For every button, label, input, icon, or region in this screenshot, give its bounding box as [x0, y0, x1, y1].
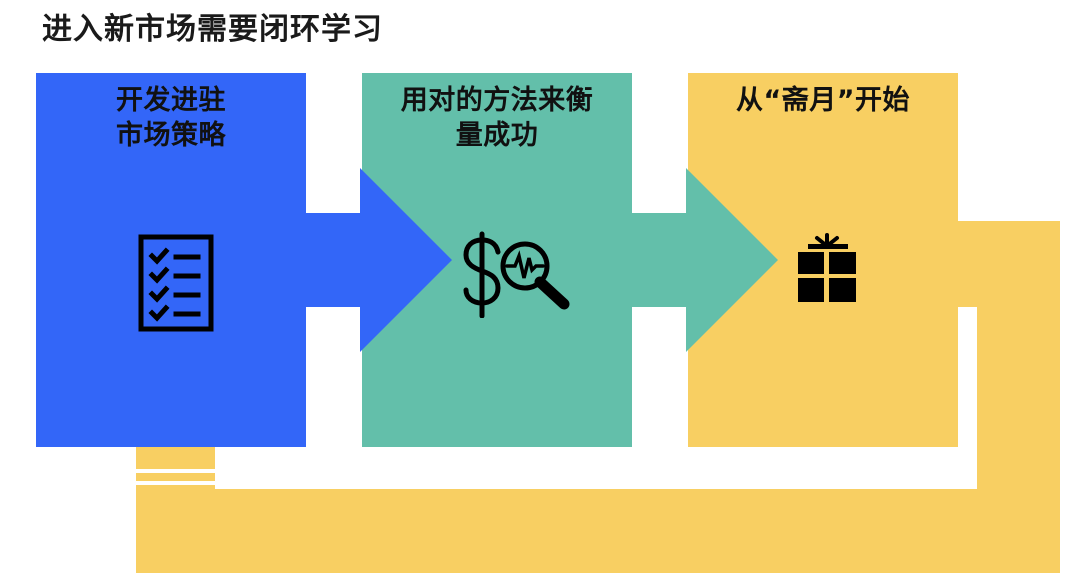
step-1-box: [36, 73, 306, 447]
arrow-step1-to-step2: [306, 168, 452, 352]
step-3: 从“斋月”开始: [688, 73, 958, 447]
diagram-title: 进入新市场需要闭环学习: [42, 12, 383, 47]
step-2-label: 用对的方法来衡 量成功: [362, 83, 632, 153]
gift-icon: [798, 233, 856, 302]
step-1-label: 开发进驻 市场策略: [36, 83, 306, 153]
checklist-icon: [138, 234, 214, 332]
dollar-magnifier-icon: [463, 231, 570, 318]
step-2-label-line2: 量成功: [455, 120, 539, 151]
step-3-label-line1: 从“斋月”开始: [736, 85, 910, 116]
step-2-label-line1: 用对的方法来衡: [400, 85, 594, 116]
step-1-label-line2: 市场策略: [116, 120, 226, 151]
step-1: 开发进驻 市场策略: [36, 73, 306, 447]
step-2: 用对的方法来衡 量成功: [362, 73, 632, 447]
arrow-step2-to-step3: [632, 168, 778, 352]
step-3-label: 从“斋月”开始: [688, 83, 958, 118]
step-1-label-line1: 开发进驻: [116, 85, 226, 116]
feedback-loop: [136, 221, 1060, 573]
